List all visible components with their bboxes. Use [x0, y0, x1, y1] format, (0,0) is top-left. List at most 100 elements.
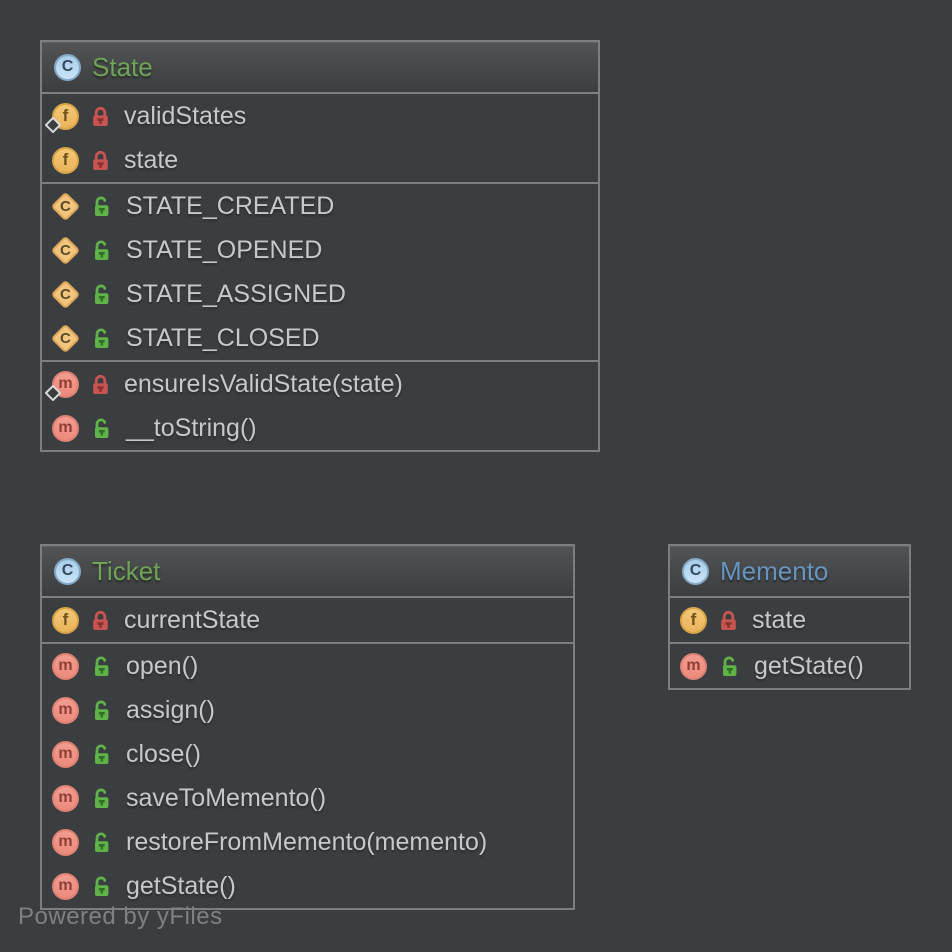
class-icon: C — [54, 53, 81, 81]
member-row[interactable]: C STATE_CREATED — [42, 184, 598, 228]
private-lock-icon — [93, 106, 108, 126]
constant-icon: C — [50, 323, 81, 353]
method-icon: m — [52, 828, 79, 856]
private-lock-icon — [93, 150, 108, 170]
member-row[interactable]: f state — [42, 138, 598, 182]
member-label: open() — [126, 651, 199, 680]
member-label: STATE_CLOSED — [126, 323, 320, 352]
icon-letter: m — [58, 745, 73, 762]
member-row[interactable]: m close() — [42, 732, 573, 776]
member-label: STATE_OPENED — [126, 235, 323, 264]
static-badge — [44, 116, 62, 133]
member-label: state — [124, 145, 179, 174]
field-icon: f — [680, 606, 707, 634]
member-label: currentState — [124, 605, 261, 634]
icon-letter: C — [60, 285, 71, 303]
section-methods: m ensureIsValidState(state)m __toString(… — [42, 360, 598, 450]
member-label: __toString() — [126, 413, 257, 442]
icon-letter: m — [58, 657, 73, 674]
member-row[interactable]: f state — [670, 598, 909, 642]
field-icon: f — [44, 102, 79, 133]
class-title: Memento — [720, 555, 829, 586]
class-header: C Memento — [670, 546, 909, 598]
icon-letter: f — [62, 106, 69, 125]
public-lock-icon — [95, 700, 109, 720]
member-label: restoreFromMemento(memento) — [126, 827, 488, 856]
member-label: close() — [126, 739, 202, 768]
yfiles-watermark: Powered by yFiles — [18, 903, 223, 930]
private-lock-icon — [93, 374, 108, 394]
icon-letter: f — [62, 610, 69, 629]
icon-letter: m — [58, 701, 73, 718]
constant-icon: C — [50, 191, 81, 221]
member-row[interactable]: C STATE_CLOSED — [42, 316, 598, 360]
class-title: State — [92, 51, 153, 82]
public-lock-icon — [95, 328, 109, 348]
method-icon: m — [52, 784, 79, 812]
member-label: saveToMemento() — [126, 783, 327, 812]
field-icon: f — [52, 146, 79, 174]
icon-letter: C — [60, 197, 71, 215]
icon-letter: m — [58, 877, 73, 894]
class-header: C Ticket — [42, 546, 573, 598]
member-label: ensureIsValidState(state) — [124, 369, 403, 398]
member-row[interactable]: m ensureIsValidState(state) — [42, 362, 598, 406]
icon-letter: f — [690, 610, 697, 629]
class-title: Ticket — [92, 555, 161, 586]
member-row[interactable]: C STATE_ASSIGNED — [42, 272, 598, 316]
field-icon: f — [52, 606, 79, 634]
constant-icon: C — [50, 235, 81, 265]
member-row[interactable]: f validStates — [42, 94, 598, 138]
member-row[interactable]: m saveToMemento() — [42, 776, 573, 820]
member-row[interactable]: m restoreFromMemento(memento) — [42, 820, 573, 864]
icon-letter: m — [58, 833, 73, 850]
member-row[interactable]: f currentState — [42, 598, 573, 642]
member-label: assign() — [126, 695, 215, 724]
method-icon: m — [52, 872, 79, 900]
public-lock-icon — [95, 832, 109, 852]
public-lock-icon — [723, 656, 737, 676]
public-lock-icon — [95, 284, 109, 304]
member-row[interactable]: m getState() — [42, 864, 573, 908]
method-icon: m — [52, 414, 79, 442]
icon-letter: m — [686, 657, 701, 674]
icon-letter: m — [58, 789, 73, 806]
member-label: getState() — [754, 651, 864, 680]
member-row[interactable]: m getState() — [670, 644, 909, 688]
member-label: STATE_CREATED — [126, 191, 335, 220]
private-lock-icon — [93, 610, 108, 630]
section-methods: m open()m assign()m close()m saveToMemen… — [42, 642, 573, 908]
icon-letter: m — [58, 419, 73, 436]
section-fields: f currentState — [42, 598, 573, 642]
member-row[interactable]: m __toString() — [42, 406, 598, 450]
class-icon: C — [54, 557, 81, 585]
public-lock-icon — [95, 196, 109, 216]
member-label: getState() — [126, 871, 236, 900]
member-row[interactable]: m assign() — [42, 688, 573, 732]
member-row[interactable]: m open() — [42, 644, 573, 688]
private-lock-icon — [721, 610, 736, 630]
public-lock-icon — [95, 744, 109, 764]
icon-letter: C — [60, 329, 71, 347]
constant-icon: C — [50, 279, 81, 309]
icon-letter: m — [58, 375, 73, 392]
icon-letter: f — [62, 150, 69, 169]
method-icon: m — [52, 652, 79, 680]
public-lock-icon — [95, 418, 109, 438]
section-methods: m getState() — [670, 642, 909, 688]
public-lock-icon — [95, 788, 109, 808]
member-label: state — [752, 605, 807, 634]
class-icon: C — [682, 557, 709, 585]
section-fields: f state — [670, 598, 909, 642]
member-row[interactable]: C STATE_OPENED — [42, 228, 598, 272]
member-label: validStates — [124, 101, 247, 130]
